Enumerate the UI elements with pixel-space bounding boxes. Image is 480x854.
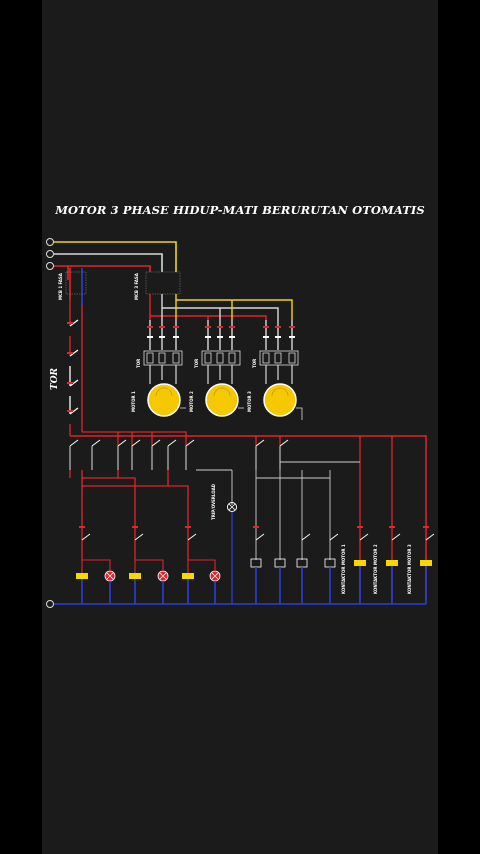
tor-2 — [201, 350, 241, 366]
coil-motor-1 — [76, 573, 88, 579]
terminal-s — [46, 250, 54, 258]
motor-3-label: MOTOR 3 — [247, 391, 252, 412]
terminal-t — [46, 262, 54, 270]
mcb-3-label: MCB 3 FASA — [134, 272, 139, 300]
tor-1-label: TOR — [136, 359, 141, 368]
motor-branch-loads — [76, 559, 221, 582]
contactor-3-label: KONTAKTOR MOTOR 3 — [407, 544, 412, 594]
neutral-bus — [54, 300, 427, 605]
tor-side-label: TOR — [50, 367, 60, 390]
motor-2-label: MOTOR 2 — [189, 391, 194, 412]
tor-relays — [143, 350, 299, 366]
control-bus-red — [70, 435, 427, 600]
motor-1-icon — [147, 383, 181, 417]
start-stop-switches — [69, 439, 289, 470]
motor-3-icon — [263, 383, 297, 417]
mcb-1-label: MCB 1 FASA — [58, 272, 63, 300]
supply-bus — [54, 241, 177, 280]
main-contacts — [147, 326, 295, 338]
control-chain-left — [69, 300, 83, 436]
trip-indicator-lamp — [227, 502, 237, 512]
phase-t-bus — [54, 241, 177, 272]
branch-contacts — [79, 526, 435, 541]
branch-wiring — [69, 470, 189, 560]
schematic-panel — [42, 0, 438, 854]
coil-contactor-3 — [420, 560, 432, 566]
phase-r-bus — [54, 265, 151, 272]
tor-2-label: TOR — [194, 359, 199, 368]
motors — [147, 365, 303, 420]
motor-2-icon — [205, 383, 239, 417]
coil-motor-2 — [129, 573, 141, 579]
trip-overload-label: TRIP/OVERLOAD — [211, 483, 216, 520]
coil-contactor-2 — [386, 560, 398, 566]
coil-contactor-1 — [354, 560, 366, 566]
phase-s-bus — [54, 253, 163, 272]
power-distribution — [149, 294, 293, 350]
tor-3 — [259, 350, 299, 366]
diagram-title: MOTOR 3 PHASE HIDUP-MATI BERURUTAN OTOMA… — [55, 203, 425, 217]
terminal-r — [46, 238, 54, 246]
contactor-1-label: KONTAKTOR MOTOR 1 — [341, 544, 346, 594]
tor-1 — [143, 350, 183, 366]
mcb-3-fasa: MCB 3 FASA — [134, 271, 181, 300]
terminal-n — [46, 600, 54, 608]
control-contact-marks — [67, 322, 73, 412]
tor-3-label: TOR — [252, 359, 257, 368]
supply-terminals — [46, 238, 54, 608]
contactor-2-label: KONTAKTOR MOTOR 2 — [373, 544, 378, 594]
control-wiring-white — [196, 461, 360, 560]
motor-1-label: MOTOR 1 — [131, 391, 136, 412]
mcb-1-fasa: MCB 1 FASA — [58, 268, 87, 300]
coil-motor-3 — [182, 573, 194, 579]
